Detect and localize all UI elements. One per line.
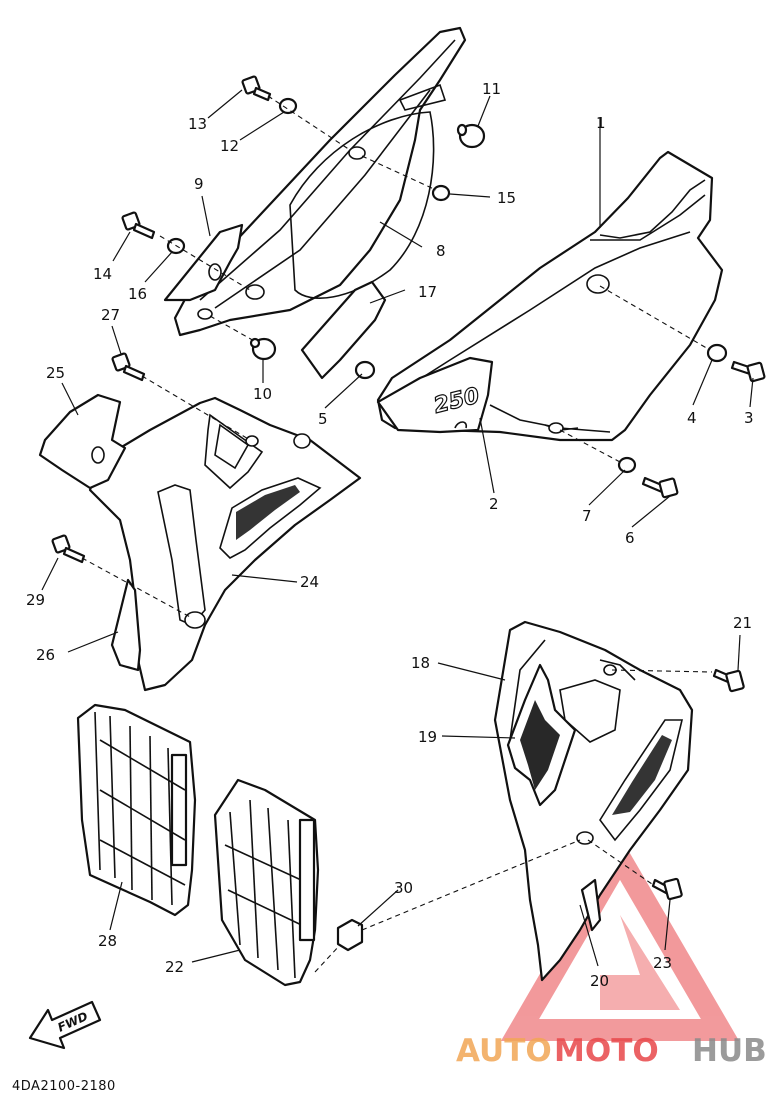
- label-part-16: 16: [128, 285, 147, 303]
- grommet-5: [354, 360, 376, 380]
- part-26-gasket: [110, 578, 142, 672]
- grommet-10: [249, 337, 277, 361]
- watermark-text-auto: AUTO: [456, 1033, 552, 1069]
- label-part-18: 18: [411, 654, 430, 672]
- bolt-6: [641, 476, 679, 499]
- leader-lines: [41, 89, 754, 967]
- label-part-9: 9: [194, 175, 204, 193]
- label-part-22: 22: [165, 958, 184, 976]
- label-part-29: 29: [26, 591, 45, 609]
- label-part-7: 7: [582, 507, 592, 525]
- grommet-11: [456, 123, 486, 149]
- label-part-12: 12: [220, 137, 239, 155]
- part-17-sponge: [300, 280, 387, 380]
- assembly-lines: [81, 95, 713, 973]
- label-part-3: 3: [744, 409, 754, 427]
- washer-15: [431, 184, 451, 202]
- label-part-5: 5: [318, 410, 328, 428]
- label-part-8: 8: [436, 242, 446, 260]
- part-30-clip: [336, 918, 364, 952]
- bolt-21: [712, 668, 745, 693]
- label-part-19: 19: [418, 728, 437, 746]
- label-part-24: 24: [300, 573, 319, 591]
- fwd-arrow: FWD: [28, 1000, 102, 1050]
- label-part-11: 11: [482, 80, 501, 98]
- label-part-23: 23: [653, 954, 672, 972]
- label-part-2: 2: [489, 495, 499, 513]
- label-part-14: 14: [93, 265, 112, 283]
- washer-7: [617, 456, 637, 474]
- bolt-27: [111, 352, 146, 382]
- label-part-1: 1: [596, 114, 606, 132]
- label-part-6: 6: [625, 529, 635, 547]
- label-part-10: 10: [253, 385, 272, 403]
- label-part-30: 30: [394, 879, 413, 897]
- bolt-23: [651, 877, 683, 901]
- bolt-3: [730, 360, 766, 383]
- diagram-code: 4DA2100-2180: [12, 1079, 116, 1094]
- label-part-26: 26: [36, 646, 55, 664]
- bolt-14: [121, 211, 156, 240]
- label-part-21: 21: [733, 614, 752, 632]
- bolt-29: [51, 534, 86, 564]
- part-25-gasket: [38, 393, 127, 490]
- part-8-frame-cover: [173, 26, 467, 337]
- washer-12: [278, 97, 298, 115]
- label-part-15: 15: [497, 189, 516, 207]
- part-9-gasket: [163, 223, 244, 302]
- part-20-damper: [580, 878, 602, 932]
- watermark-text-hub: HUB: [692, 1033, 767, 1069]
- bolt-13: [241, 75, 272, 102]
- watermark-text-moto: MOTO: [554, 1033, 659, 1069]
- label-part-4: 4: [687, 409, 697, 427]
- label-part-13: 13: [188, 115, 207, 133]
- label-part-28: 28: [98, 932, 117, 950]
- label-part-20: 20: [590, 972, 609, 990]
- fasteners: [51, 75, 766, 901]
- watermark-brand: AUTO MOTO HUB: [456, 1033, 767, 1069]
- label-part-17: 17: [418, 283, 437, 301]
- label-part-25: 25: [46, 364, 65, 382]
- part-number-labels: 1 2 3 4 5 6 7 8 9 10 11 12 13 14 15 16 1…: [26, 80, 754, 990]
- washer-4: [706, 343, 728, 363]
- label-part-27: 27: [101, 306, 120, 324]
- part-2-decal: 250: [376, 356, 494, 434]
- part-28-radiator-guard: [76, 703, 197, 917]
- part-22-radiator-guard: [213, 778, 320, 987]
